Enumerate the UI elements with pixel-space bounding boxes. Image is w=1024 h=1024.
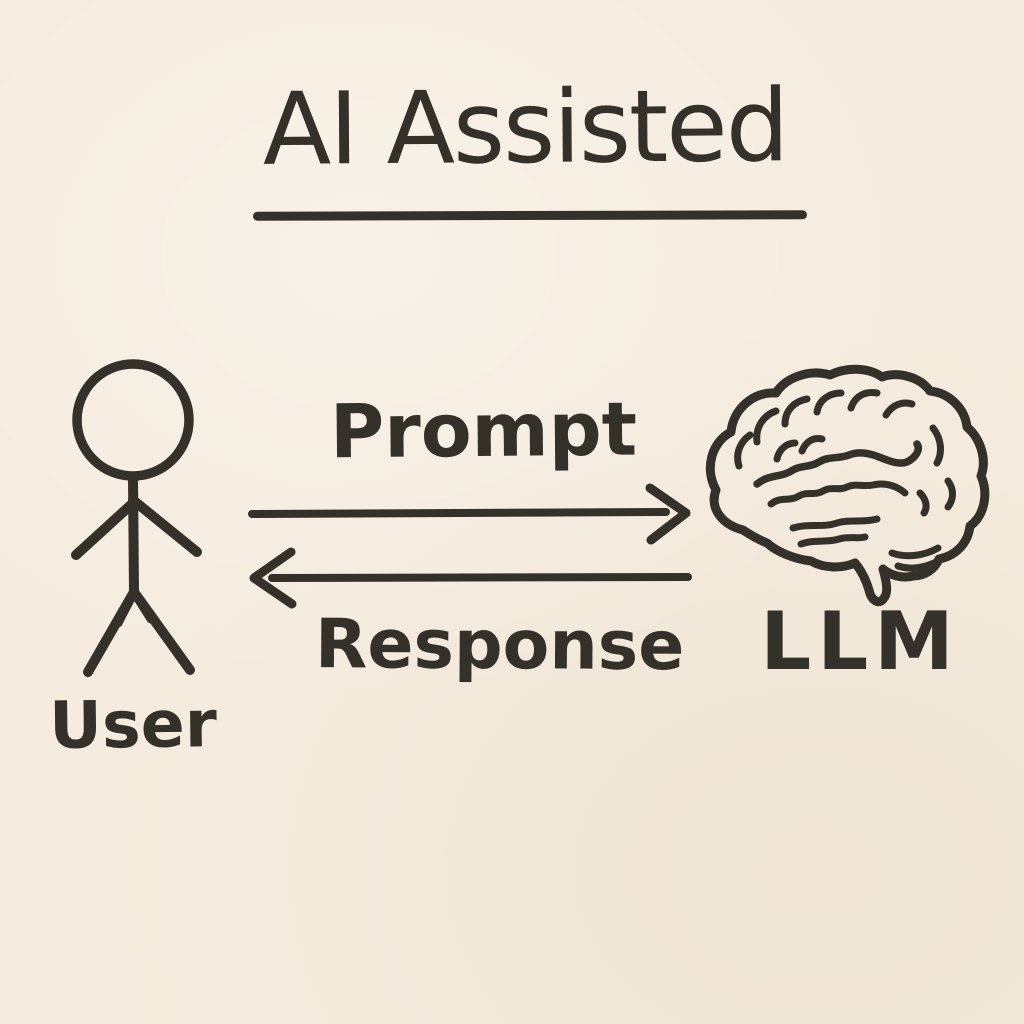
stick-figure-arms (71, 495, 202, 560)
brain-sulcus-lower (767, 480, 909, 508)
brain-outline (705, 364, 990, 607)
brain-sulcus-upper (753, 440, 922, 488)
prompt-label: Prompt (329, 386, 638, 476)
response-arrow-left-icon (249, 547, 692, 609)
brain-icon (705, 364, 990, 607)
stick-figure-inner-legs (113, 587, 156, 628)
brain-gyri-arcs (734, 389, 956, 517)
llm-label: LLM (760, 595, 960, 688)
brain-temporal-folds (789, 515, 881, 548)
response-label: Response (314, 605, 685, 687)
prompt-arrow-right-icon (248, 483, 691, 545)
stick-figure-icon (71, 359, 202, 677)
brain-cerebellum-lines (888, 544, 942, 572)
